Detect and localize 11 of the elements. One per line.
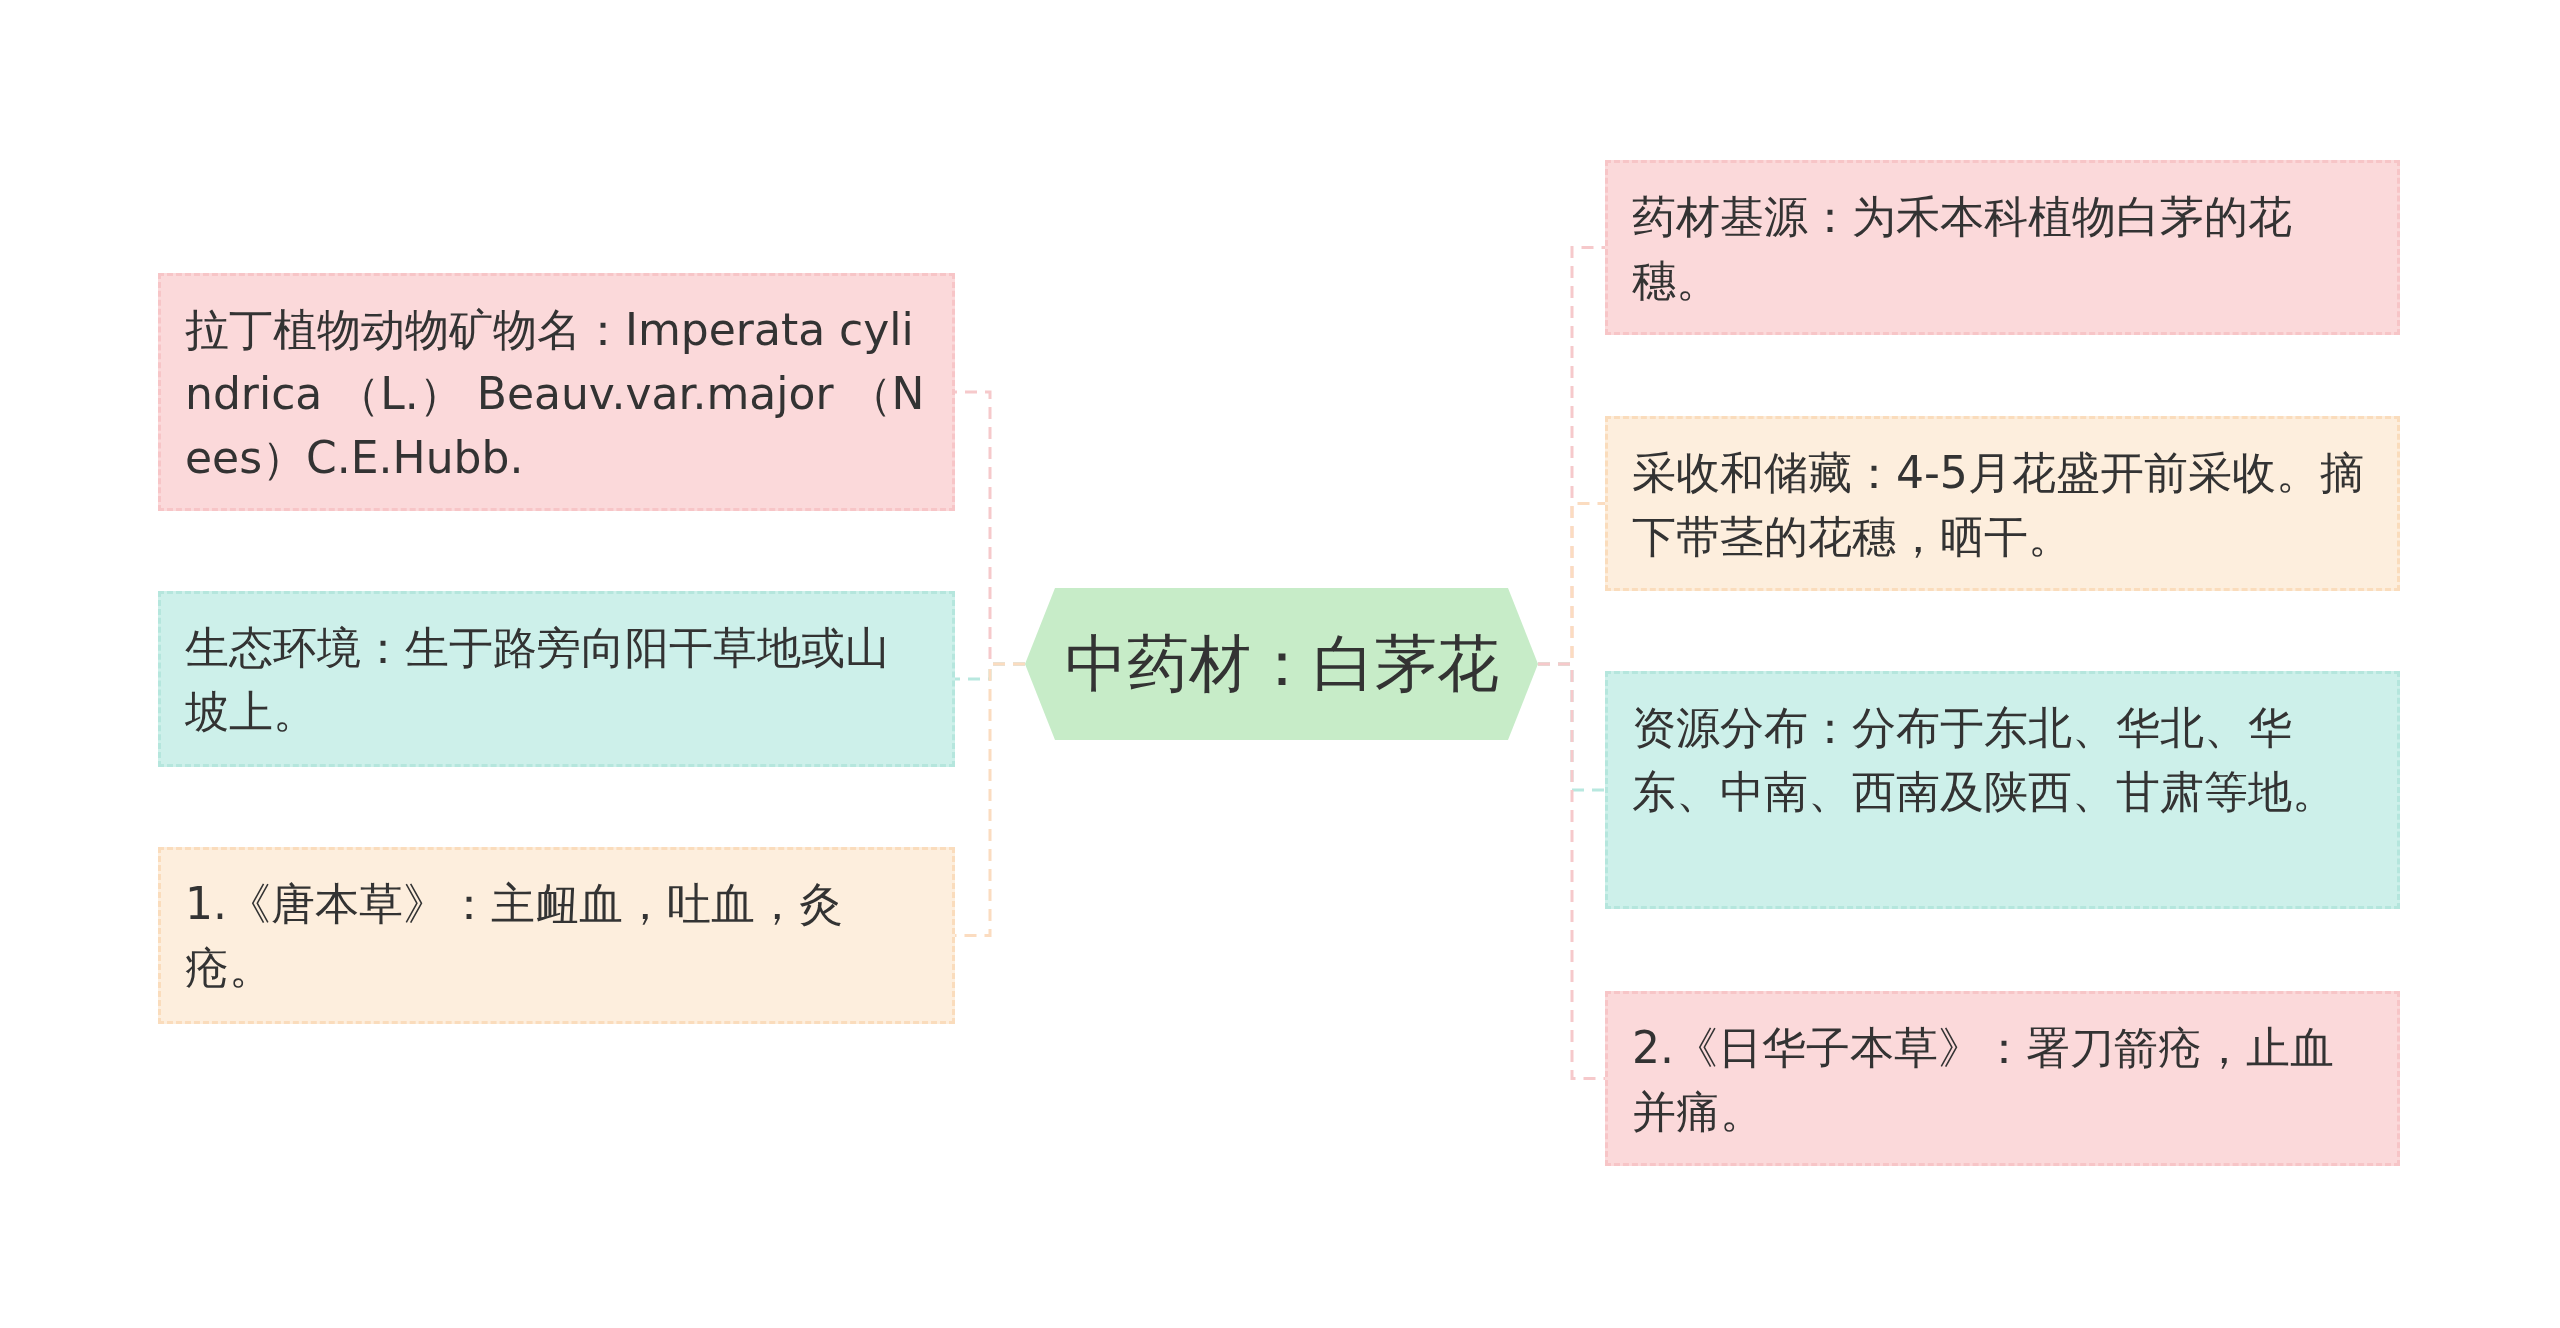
topic-box: 2.《日华子本草》：署刀箭疮，止血并痛。 (1605, 991, 2400, 1166)
topic-box: 拉丁植物动物矿物名：Imperata cylindrica （L.） Beauv.var.major （Nees）C.E.Hubb. (158, 273, 955, 511)
connector-line (955, 662, 1025, 937)
connector-line (1538, 662, 1605, 1080)
topic-box: 生态环境：生于路旁向阳干草地或山坡上。 (158, 591, 955, 767)
topic-hexagon (1025, 588, 1538, 740)
topic-box: 采收和储藏：4-5月花盛开前采收。摘下带茎的花穗，晒干。 (1605, 416, 2400, 591)
topic-box: 1.《唐本草》：主衄血，吐血，灸疮。 (158, 847, 955, 1024)
topic-box: 资源分布：分布于东北、华北、华东、中南、西南及陕西、甘肃等地。 (1605, 671, 2400, 909)
topic-box: 药材基源：为禾本科植物白茅的花穗。 (1605, 160, 2400, 335)
topic-text: 中药材：白茅花 (1064, 626, 1499, 702)
